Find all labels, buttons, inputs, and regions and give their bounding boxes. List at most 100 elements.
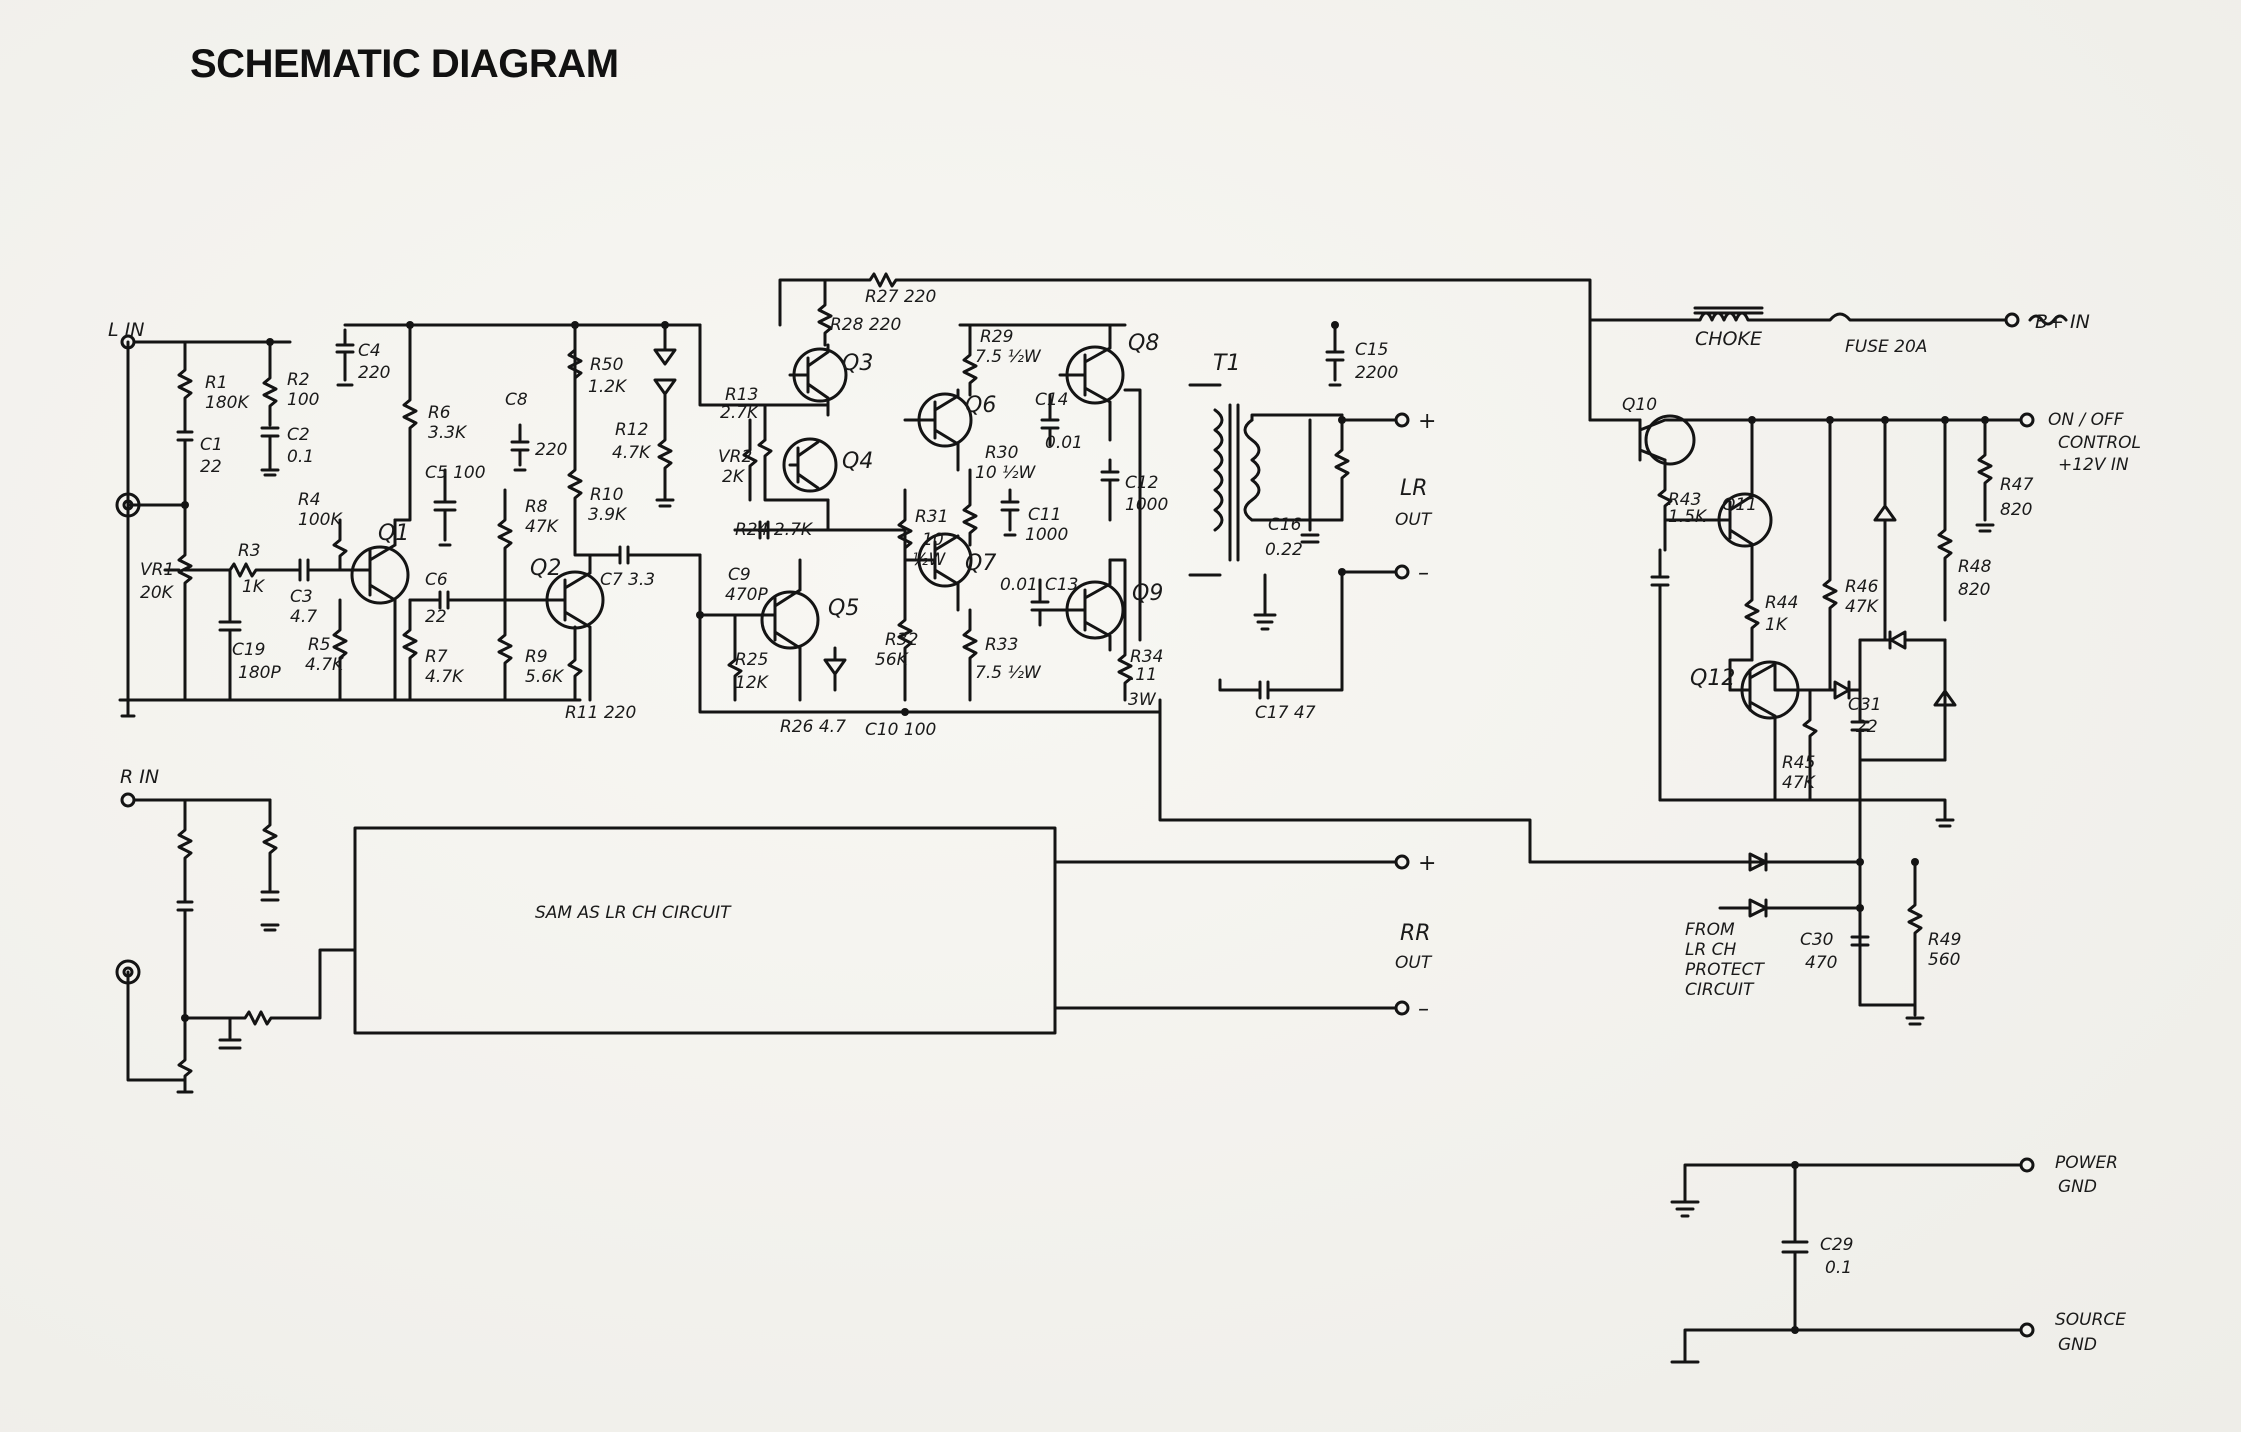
label-r2: R2 [287, 370, 310, 390]
label-lr-plus: + [1418, 409, 1436, 434]
label-r47: R47 [2000, 475, 2034, 495]
label-r31-val: 10 [922, 530, 944, 550]
label-rr-out: RR [1400, 921, 1431, 946]
label-c2-val: 0.1 [287, 447, 314, 467]
label-lrch: LR CH [1685, 940, 1737, 960]
label-c8: C8 [505, 390, 528, 410]
label-r31-val2: ½W [912, 550, 946, 570]
label-r13: R13 [725, 385, 758, 405]
label-c14-val: 0.01 [1045, 433, 1083, 453]
label-q10: Q10 [1622, 395, 1657, 415]
label-c4: C4 [358, 341, 381, 361]
label-c14: C14 [1035, 390, 1069, 410]
label-r13-val: 2.7K [720, 403, 760, 423]
label-r50-val: 1.2K [588, 377, 628, 397]
label-q3: Q3 [842, 351, 873, 376]
label-vr1: VR1 [140, 560, 174, 580]
label-power-gnd2: GND [2058, 1177, 2097, 1197]
label-r30: R30 [985, 443, 1018, 463]
label-vr2: VR2 [718, 447, 752, 467]
label-r31: R31 [915, 507, 948, 527]
label-r4: R4 [298, 490, 321, 510]
label-b-in: B+ IN [2035, 311, 2090, 333]
label-r48: R48 [1958, 557, 1992, 577]
label-r3-val: 1K [242, 577, 266, 597]
label-r34-val2: 3W [1128, 690, 1157, 710]
label-r28: R28 220 [830, 315, 901, 335]
label-q7: Q7 [965, 551, 996, 576]
label-fuse: FUSE 20A [1845, 337, 1927, 357]
label-choke: CHOKE [1695, 328, 1762, 350]
label-r29: R29 [980, 327, 1013, 347]
label-12v: +12V IN [2058, 455, 2129, 475]
label-r26: R26 4.7 [780, 717, 846, 737]
label-c10: C10 100 [865, 720, 936, 740]
label-c19-val: 180P [238, 663, 281, 683]
label-c13: C13 [1045, 575, 1079, 595]
label-c11-val: 1000 [1025, 525, 1068, 545]
label-r33-val: 7.5 ½W [975, 663, 1042, 683]
label-r9: R9 [525, 647, 548, 667]
label-q6: Q6 [965, 393, 996, 418]
label-q9: Q9 [1132, 581, 1163, 606]
label-lr-minus: – [1418, 561, 1429, 586]
label-r50: R50 [590, 355, 623, 375]
label-source-gnd2: GND [2058, 1335, 2097, 1355]
label-t1: T1 [1213, 351, 1240, 376]
label-c3: C3 [290, 587, 313, 607]
label-c12-val: 1000 [1125, 495, 1168, 515]
label-r43: R43 [1668, 490, 1701, 510]
label-r25-val: 12K [735, 673, 770, 693]
label-r25: R25 [735, 650, 768, 670]
label-sam: SAM AS LR CH CIRCUIT [535, 903, 732, 923]
label-r12: R12 [615, 420, 648, 440]
label-c5: C5 100 [425, 463, 486, 483]
label-c30-val: 470 [1805, 953, 1837, 973]
label-r8: R8 [525, 497, 548, 517]
label-c15-val: 2200 [1355, 363, 1398, 383]
label-r43-val: 1.5K [1668, 507, 1708, 527]
label-r5-val: 4.7K [305, 655, 345, 675]
label-protect: PROTECT [1685, 960, 1765, 980]
label-r46: R46 [1845, 577, 1879, 597]
label-power-gnd: POWER [2055, 1153, 2118, 1173]
label-r6: R6 [428, 403, 451, 423]
label-c17: C17 47 [1255, 703, 1316, 723]
label-r45: R45 [1782, 753, 1815, 773]
label-r11: R11 220 [565, 703, 636, 723]
page-title: SCHEMATIC DIAGRAM [190, 42, 619, 86]
label-r32: R32 [885, 630, 918, 650]
label-l-in: L IN [108, 319, 144, 341]
label-q1: Q1 [378, 521, 409, 546]
label-r5: R5 [308, 635, 331, 655]
label-r44: R44 [1765, 593, 1798, 613]
label-r33: R33 [985, 635, 1018, 655]
label-c2: C2 [287, 425, 310, 445]
label-r32-val: 56K [875, 650, 910, 670]
label-c4-val: 220 [358, 363, 390, 383]
label-c31-val: 22 [1856, 717, 1878, 737]
label-r9-val: 5.6K [525, 667, 565, 687]
label-rr-out2: OUT [1395, 953, 1433, 973]
label-c16-val: 0.22 [1265, 540, 1303, 560]
label-r34: R34 [1130, 647, 1163, 667]
label-r12-val: 4.7K [612, 443, 652, 463]
label-q11: Q11 [1722, 495, 1757, 515]
label-r24: R24 2.7K [735, 520, 814, 540]
label-c6: C6 [425, 570, 448, 590]
label-r49-val: 560 [1928, 950, 1960, 970]
label-q12: Q12 [1690, 666, 1735, 691]
label-r7-val: 4.7K [425, 667, 465, 687]
label-vr1-val: 20K [140, 583, 175, 603]
label-q5: Q5 [828, 596, 859, 621]
label-c15: C15 [1355, 340, 1389, 360]
label-r1: R1 [205, 373, 228, 393]
label-vr2-val: 2K [722, 467, 746, 487]
label-r-in: R IN [120, 766, 159, 788]
label-c7: C7 3.3 [600, 570, 655, 590]
label-rr-plus: + [1418, 851, 1436, 876]
label-r49: R49 [1928, 930, 1961, 950]
label-r10-val: 3.9K [588, 505, 628, 525]
